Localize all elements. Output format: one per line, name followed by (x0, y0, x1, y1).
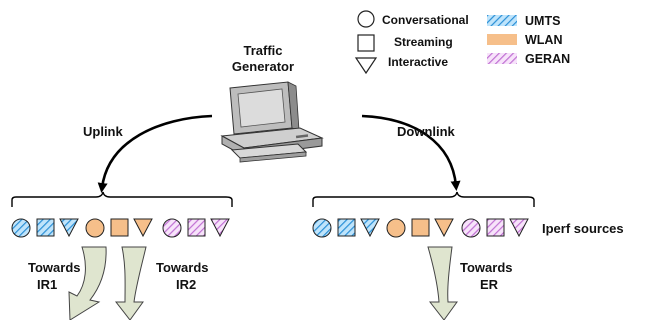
wlan-interactive-source (133, 218, 153, 238)
umts-streaming-source (337, 218, 356, 237)
geran-conversational-source (461, 218, 481, 238)
wlan-conversational-source (85, 218, 105, 238)
towards-er-label-line2: ER (480, 277, 499, 292)
legend-streaming-label: Streaming (394, 35, 453, 49)
legend-interactive-label: Interactive (388, 55, 448, 69)
towards-ir2-label-line1: Towards (156, 260, 209, 275)
umts-interactive-source (360, 218, 380, 238)
geran-streaming-source (486, 218, 505, 237)
right-brace (312, 191, 535, 207)
uplink-label: Uplink (83, 124, 123, 139)
towards-er-label-line1: Towards (460, 260, 513, 275)
geran-interactive-source (210, 218, 230, 238)
umts-swatch (487, 15, 517, 26)
towards-er-arrow (427, 246, 458, 320)
towards-ir1-arrow (68, 246, 107, 320)
downlink-arrow (361, 114, 461, 191)
legend-wlan-label: WLAN (525, 33, 563, 47)
legend: Conversational Streaming Interactive UMT… (354, 10, 570, 75)
uplink-source-group (11, 218, 230, 238)
wlan-conversational-source (386, 218, 406, 238)
legend-conversational-label: Conversational (382, 13, 469, 27)
legend-geran-label: GERAN (525, 52, 570, 66)
generator-label-line2: Generator (232, 59, 294, 74)
umts-conversational-source (312, 218, 332, 238)
iperf-sources-label: Iperf sources (542, 221, 624, 236)
uplink-arrow (97, 114, 213, 193)
umts-interactive-source (59, 218, 79, 238)
legend-umts-label: UMTS (525, 14, 560, 28)
square-icon (357, 34, 375, 52)
towards-ir1-label-line1: Towards (28, 260, 81, 275)
computer-icon (220, 81, 324, 163)
wlan-streaming-source (110, 218, 129, 237)
towards-ir1-label-line2: IR1 (37, 277, 57, 292)
towards-ir2-label-line2: IR2 (176, 277, 196, 292)
wlan-interactive-source (434, 218, 454, 238)
geran-conversational-source (162, 218, 182, 238)
umts-conversational-source (11, 218, 31, 238)
geran-swatch (487, 53, 517, 64)
geran-interactive-source (509, 218, 529, 238)
left-brace (11, 191, 233, 207)
generator-label-line1: Traffic (243, 43, 282, 58)
downlink-source-group (312, 218, 529, 238)
towards-ir2-arrow (114, 246, 147, 320)
geran-streaming-source (187, 218, 206, 237)
downlink-label: Downlink (397, 124, 456, 139)
umts-streaming-source (36, 218, 55, 237)
circle-icon (357, 10, 375, 28)
wlan-swatch (487, 34, 517, 45)
wlan-streaming-source (411, 218, 430, 237)
triangle-icon (354, 57, 378, 75)
